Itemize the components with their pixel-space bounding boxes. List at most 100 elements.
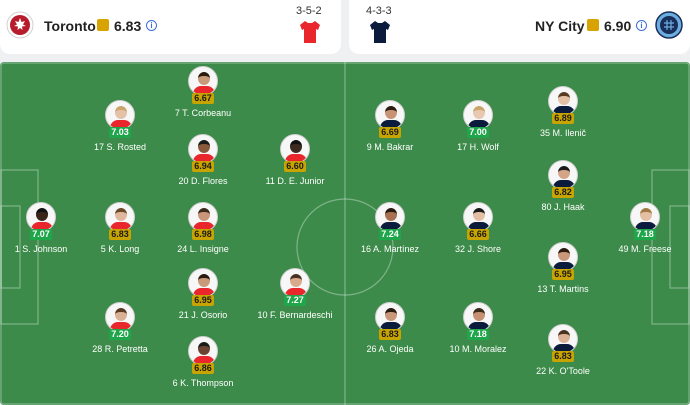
player-name: 7 T. Corbeanu — [174, 108, 232, 118]
player-card[interactable]: 6.95 21 J. Osorio — [158, 268, 248, 346]
player-name: 22 K. O'Toole — [536, 366, 590, 376]
player-name: 17 S. Rosted — [93, 142, 147, 152]
player-card[interactable]: 7.00 17 H. Wolf — [433, 100, 523, 178]
player-rating: 6.83 — [552, 351, 574, 362]
player-rating: 7.24 — [379, 229, 401, 240]
player-avatar — [548, 324, 578, 354]
player-rating: 6.82 — [552, 187, 574, 198]
player-card[interactable]: 7.18 10 M. Moralez — [433, 302, 523, 380]
player-rating: 6.66 — [467, 229, 489, 240]
player-rating: 6.86 — [192, 363, 214, 374]
player-name: 17 H. Wolf — [457, 142, 499, 152]
player-avatar — [280, 134, 310, 164]
player-name: 20 D. Flores — [178, 176, 228, 186]
player-rating: 6.95 — [552, 269, 574, 280]
player-name: 49 M. Freese — [618, 244, 672, 254]
info-icon[interactable]: i — [146, 20, 157, 31]
player-avatar — [548, 242, 578, 272]
player-avatar — [280, 268, 310, 298]
player-name: 10 F. Bernardeschi — [257, 310, 333, 320]
away-rating-badge — [587, 19, 599, 31]
lineup-header: Toronto 6.83 i 3-5-2 4-3-3 NY City 6.90 … — [0, 0, 690, 58]
player-card[interactable]: 7.27 10 F. Bernardeschi — [250, 268, 340, 346]
player-rating: 6.89 — [552, 113, 574, 124]
player-name: 10 M. Moralez — [449, 344, 507, 354]
player-name: 24 L. Insigne — [177, 244, 229, 254]
player-rating: 6.95 — [192, 295, 214, 306]
player-avatar — [105, 302, 135, 332]
player-avatar — [188, 66, 218, 96]
player-avatar — [463, 302, 493, 332]
player-rating: 7.00 — [467, 127, 489, 138]
player-name: 9 M. Bakrar — [366, 142, 414, 152]
player-rating: 6.83 — [379, 329, 401, 340]
player-card[interactable]: 6.86 6 K. Thompson — [158, 336, 248, 405]
away-team-name: NY City — [535, 18, 585, 34]
player-avatar — [630, 202, 660, 232]
player-avatar — [375, 302, 405, 332]
player-card[interactable]: 6.89 35 M. Ilenič — [518, 86, 608, 164]
player-rating: 7.03 — [109, 127, 131, 138]
player-card[interactable]: 6.94 20 D. Flores — [158, 134, 248, 212]
player-name: 6 K. Thompson — [172, 378, 234, 388]
player-rating: 7.27 — [284, 295, 306, 306]
home-formation: 3-5-2 — [296, 5, 322, 17]
player-card[interactable]: 6.83 5 K. Long — [75, 202, 165, 280]
toronto-crest-icon — [6, 11, 34, 39]
nycfc-crest-icon — [655, 11, 683, 39]
player-avatar — [188, 202, 218, 232]
player-avatar — [548, 160, 578, 190]
player-card[interactable]: 7.03 17 S. Rosted — [75, 100, 165, 178]
player-name: 35 M. Ilenič — [539, 128, 587, 138]
player-name: 80 J. Haak — [541, 202, 585, 212]
player-name: 5 K. Long — [100, 244, 140, 254]
player-card[interactable]: 7.24 16 A. Martínez — [345, 202, 435, 280]
home-rating-badge — [97, 19, 109, 31]
shirt-icon — [370, 21, 390, 43]
player-avatar — [548, 86, 578, 116]
player-card[interactable]: 6.83 26 A. Ojeda — [345, 302, 435, 380]
player-avatar — [375, 202, 405, 232]
player-rating: 6.94 — [192, 161, 214, 172]
player-card[interactable]: 6.69 9 M. Bakrar — [345, 100, 435, 178]
player-rating: 6.67 — [192, 93, 214, 104]
player-name: 32 J. Shore — [454, 244, 502, 254]
player-card[interactable]: 6.83 22 K. O'Toole — [518, 324, 608, 402]
player-avatar — [26, 202, 56, 232]
player-card[interactable]: 6.82 80 J. Haak — [518, 160, 608, 238]
home-team-rating: 6.83 — [114, 18, 142, 34]
player-rating: 6.69 — [379, 127, 401, 138]
player-card[interactable]: 6.95 13 T. Martins — [518, 242, 608, 320]
player-card[interactable]: 7.18 49 M. Freese — [600, 202, 690, 280]
player-avatar — [105, 202, 135, 232]
info-icon[interactable]: i — [636, 20, 647, 31]
player-rating: 6.83 — [109, 229, 131, 240]
player-avatar — [188, 134, 218, 164]
player-card[interactable]: 6.67 7 T. Corbeanu — [158, 66, 248, 144]
player-rating: 7.07 — [30, 229, 52, 240]
player-rating: 7.18 — [467, 329, 489, 340]
player-card[interactable]: 6.66 32 J. Shore — [433, 202, 523, 280]
player-rating: 7.18 — [634, 229, 656, 240]
player-name: 13 T. Martins — [537, 284, 589, 294]
player-avatar — [188, 336, 218, 366]
home-team-card[interactable]: Toronto 6.83 i 3-5-2 — [0, 0, 341, 54]
player-avatar — [188, 268, 218, 298]
player-avatar — [463, 100, 493, 130]
pitch: 6.67 7 T. Corbeanu 7.03 17 S. Rosted 6.94 20 … — [0, 62, 690, 405]
away-team-card[interactable]: 4-3-3 NY City 6.90 i — [349, 0, 690, 54]
pitch-markings — [0, 62, 690, 405]
away-team-rating: 6.90 — [604, 18, 632, 34]
home-team-name: Toronto — [44, 18, 96, 34]
player-name: 16 A. Martínez — [360, 244, 420, 254]
player-rating: 7.20 — [109, 329, 131, 340]
shirt-icon — [300, 21, 320, 43]
player-name: 21 J. Osorio — [178, 310, 228, 320]
player-name: 26 A. Ojeda — [366, 344, 414, 354]
player-avatar — [375, 100, 405, 130]
player-name: 11 D. E. Junior — [265, 176, 325, 186]
